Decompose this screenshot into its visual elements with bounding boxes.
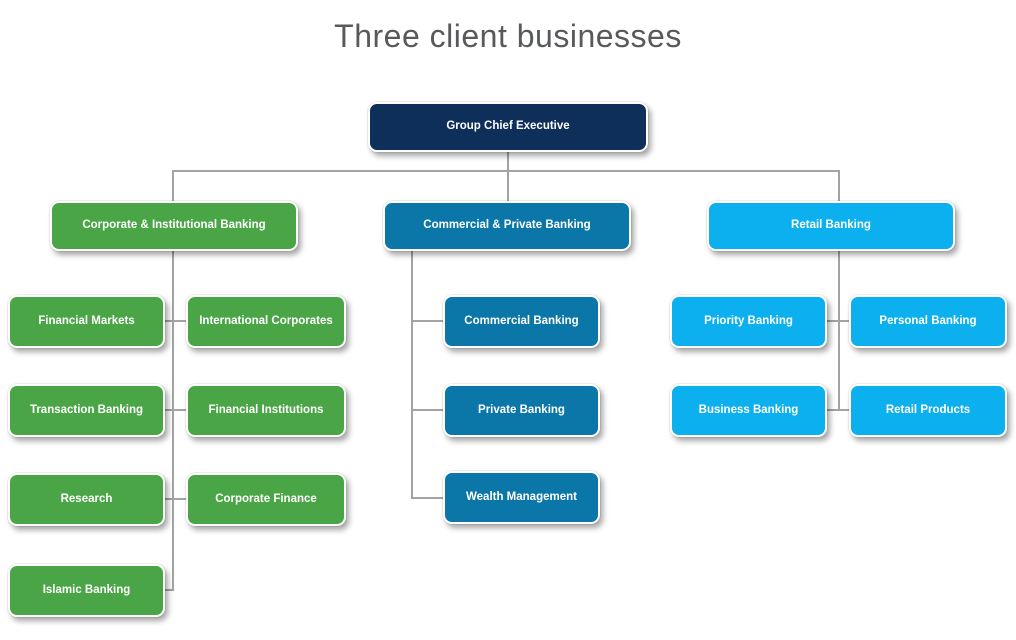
node-commercial-banking: Commercial Banking (443, 295, 600, 348)
node-commercial-private-banking: Commercial & Private Banking (383, 201, 631, 251)
node-priority-banking: Priority Banking (670, 295, 827, 348)
node-financial-institutions: Financial Institutions (186, 384, 346, 437)
connector-branch3-stub (838, 170, 840, 202)
connector-branch1-spine (172, 250, 174, 591)
node-private-banking: Private Banking (443, 384, 600, 437)
connector-branch2-spine (411, 250, 413, 499)
node-personal-banking: Personal Banking (849, 295, 1007, 348)
connector-branch2-row2 (411, 409, 443, 411)
connector-level1-horizontal (172, 170, 840, 172)
connector-branch3-row1 (826, 320, 851, 322)
node-transaction-banking: Transaction Banking (8, 384, 165, 437)
connector-branch2-stub (507, 170, 509, 202)
node-retail-products: Retail Products (849, 384, 1007, 437)
connector-branch1-row2 (163, 409, 188, 411)
node-group-chief-executive: Group Chief Executive (368, 102, 648, 152)
node-corporate-institutional-banking: Corporate & Institutional Banking (50, 201, 298, 251)
node-retail-banking: Retail Banking (707, 201, 955, 251)
connector-branch3-spine (838, 250, 840, 410)
node-islamic-banking: Islamic Banking (8, 564, 165, 617)
node-international-corporates: International Corporates (186, 295, 346, 348)
node-financial-markets: Financial Markets (8, 295, 165, 348)
slide-title: Three client businesses (334, 18, 682, 54)
node-wealth-management: Wealth Management (443, 471, 600, 524)
connector-branch1-row1 (163, 320, 188, 322)
connector-branch1-row4 (163, 589, 174, 591)
connector-branch2-row1 (411, 320, 443, 322)
node-research: Research (8, 473, 165, 526)
connector-root-stub (507, 152, 509, 171)
connector-branch3-row2 (826, 409, 851, 411)
connector-branch1-stub (172, 170, 174, 202)
connector-branch2-row3 (411, 497, 443, 499)
connector-branch1-row3 (163, 498, 188, 500)
node-business-banking: Business Banking (670, 384, 827, 437)
node-corporate-finance: Corporate Finance (186, 473, 346, 526)
